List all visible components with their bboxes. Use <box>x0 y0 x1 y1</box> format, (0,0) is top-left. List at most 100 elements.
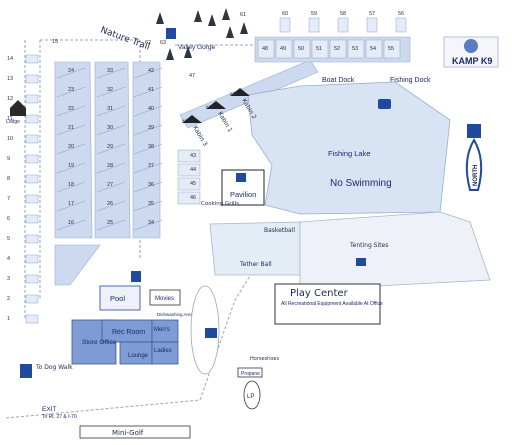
kabin-roof-3 <box>182 115 202 123</box>
site-30: 30 <box>107 125 113 131</box>
site-62: 62 <box>145 40 151 46</box>
basketball-label: Basketball <box>264 227 295 234</box>
site-37: 37 <box>148 163 154 169</box>
paw-icon <box>464 39 478 53</box>
lodge-icon <box>10 100 26 116</box>
kabin-sign-1: KABIN <box>206 104 218 109</box>
site-slot <box>25 74 39 84</box>
site-slot <box>383 39 401 59</box>
site-slot <box>366 17 378 33</box>
mini-golf-label: Mini-Golf <box>112 429 144 437</box>
site-49: 49 <box>280 46 286 52</box>
site-divider <box>133 86 163 98</box>
lot-b-area <box>94 61 131 239</box>
mini-golf-area <box>79 425 191 439</box>
site-47: 47 <box>189 73 195 79</box>
site-53: 53 <box>352 46 358 52</box>
site-13: 13 <box>7 76 13 82</box>
road-lines <box>24 39 268 320</box>
site-48: 48 <box>262 46 268 52</box>
info-icon[interactable] <box>236 173 246 182</box>
site-slot <box>25 214 39 224</box>
north-arrow-icon <box>465 138 483 191</box>
site-divider <box>96 124 126 136</box>
site-slot <box>177 191 201 205</box>
tree-icon <box>240 22 248 34</box>
fish-icon[interactable] <box>378 99 391 109</box>
site-8: 8 <box>7 176 10 182</box>
site-1: 1 <box>7 316 10 322</box>
site-19: 19 <box>68 163 74 169</box>
site-divider <box>133 181 163 193</box>
pool-label: Pool <box>110 294 125 303</box>
site-60: 60 <box>282 11 288 17</box>
site-3: 3 <box>7 276 10 282</box>
fishing-dock-label: Fishing Dock <box>390 77 431 84</box>
site-26: 26 <box>107 201 113 207</box>
site-slot <box>25 134 39 144</box>
site-divider <box>133 105 163 117</box>
atm-icon[interactable] <box>205 328 217 338</box>
site-divider <box>56 86 86 98</box>
site-18: 18 <box>68 182 74 188</box>
lodge-label: Lodge <box>6 119 20 125</box>
main-building: Rec Room Store Office Lounge Men's Ladie… <box>71 319 179 365</box>
store-office-label: Store Office <box>82 339 117 346</box>
hiker-icon[interactable] <box>166 28 176 39</box>
ladies-label: Ladies <box>154 348 172 354</box>
valley-gorge-label: Valley Gorge <box>178 44 215 51</box>
site-20: 20 <box>68 144 74 150</box>
site-divider <box>133 67 163 79</box>
site-46: 46 <box>190 195 196 201</box>
site-slot <box>25 254 39 264</box>
lp-tank <box>243 380 261 410</box>
tenting-area <box>299 211 491 291</box>
site-23: 23 <box>68 87 74 93</box>
lot-lower-strip <box>54 244 101 286</box>
all-recreational-equipment: All Recreational Equipment Available At … <box>281 301 383 307</box>
site-slot <box>25 194 39 204</box>
site-56: 56 <box>398 11 404 17</box>
site-12: 12 <box>7 96 13 102</box>
site-divider <box>56 124 86 136</box>
site-4: 4 <box>7 256 10 262</box>
site-63: 63 <box>160 40 166 46</box>
site-22: 22 <box>68 106 74 112</box>
site-divider <box>96 143 126 155</box>
site-divider <box>56 219 86 231</box>
site-17: 17 <box>68 201 74 207</box>
site-27: 27 <box>107 182 113 188</box>
site-divider <box>96 67 126 79</box>
kabin-cluster: KABIN KABIN KABIN Kabin 3 Kabin 1 Kabin … <box>182 88 258 148</box>
site-divider <box>56 105 86 117</box>
site-slot <box>25 94 39 104</box>
site-slot <box>177 177 201 191</box>
fishing-lake <box>247 81 451 215</box>
site-divider <box>56 67 86 79</box>
row-47-strip <box>179 59 319 129</box>
site-slot <box>395 17 407 33</box>
site-38: 38 <box>148 144 154 150</box>
site-slot <box>25 114 39 124</box>
site-9: 9 <box>7 156 10 162</box>
site-5: 5 <box>7 236 10 242</box>
play-center-label: Play Center <box>290 288 349 299</box>
site-divider <box>56 162 86 174</box>
rec-room-label: Rec Room <box>112 329 145 336</box>
site-25: 25 <box>107 220 113 226</box>
restroom-icon[interactable] <box>131 271 141 282</box>
tree-icon <box>226 26 234 38</box>
dog-walk-icon[interactable] <box>20 364 32 378</box>
site-59: 59 <box>311 11 317 17</box>
site-slot <box>25 274 39 284</box>
site-divider <box>56 181 86 193</box>
hiker-icon-east[interactable] <box>467 124 481 138</box>
site-54: 54 <box>370 46 376 52</box>
site-51: 51 <box>316 46 322 52</box>
site-slot <box>177 163 201 177</box>
